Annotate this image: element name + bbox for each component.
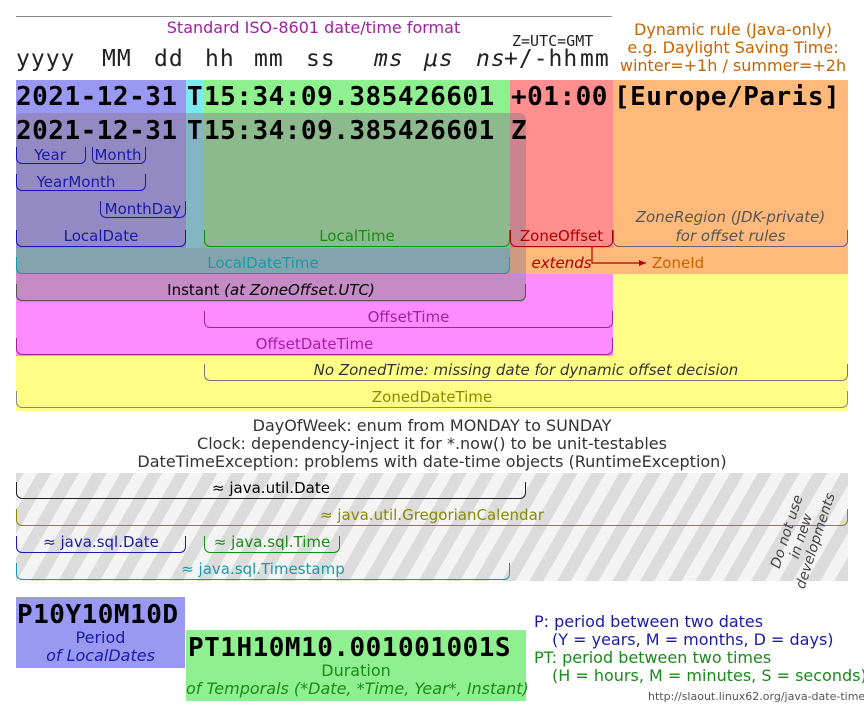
local-date-label: LocalDate [63, 227, 139, 245]
offset-time-label: OffsetTime [367, 308, 450, 326]
duration-sub: of Temporals (*Date, *Time, Year*, Insta… [186, 679, 529, 698]
instant-bg [16, 113, 526, 302]
exception-note: DateTimeException: problems with date-ti… [137, 452, 727, 471]
zone-region-bracket [613, 230, 848, 247]
no-zoned-time-bracket [204, 364, 848, 381]
zone-region-line1: ZoneRegion (JDK-private) [635, 208, 826, 226]
local-date-bg [16, 80, 186, 248]
day-of-week-note: DayOfWeek: enum from MONDAY to SUNDAY [252, 416, 612, 435]
fmt-dd: dd [154, 46, 184, 72]
local-date-time-bracket [16, 257, 510, 274]
fmt-off-mm: mm [580, 46, 610, 72]
util-date-label: ≈ java.util.Date [212, 479, 330, 497]
zoned-date-time-label: ZonedDateTime [371, 388, 493, 406]
row1-zone: [Europe/Paris] [614, 82, 841, 112]
zone-note: Z=UTC=GMT [512, 32, 594, 50]
sql-date-bracket [16, 536, 186, 553]
local-time-bracket [204, 230, 510, 247]
year-month-label: YearMonth [36, 173, 116, 191]
period-desc2: (Y = years, M = months, D = days) [552, 630, 834, 649]
fmt-ns: ns [476, 46, 506, 72]
zone-region-line2: for offset rules [675, 227, 786, 245]
iso-title: Standard ISO-8601 date/time format [166, 18, 461, 37]
zone-id-label: ZoneId [652, 254, 705, 272]
row2-t: T [187, 116, 204, 146]
offset-date-time-bracket [16, 338, 613, 355]
year-label: Year [34, 146, 66, 164]
row2-z: Z [511, 116, 528, 146]
duration-desc2: (H = hours, M = minutes, S = seconds) [552, 666, 864, 685]
instant-label: Instant (at ZoneOffset.UTC) [16, 281, 526, 299]
local-date-time-bg [16, 248, 510, 274]
offset-date-time-label: OffsetDateTime [255, 335, 374, 353]
duration-box [186, 630, 526, 701]
period-sub: of LocalDates [46, 646, 155, 665]
sql-date-label: ≈ java.sql.Date [43, 533, 159, 551]
offset-time-bracket [204, 311, 613, 328]
zoned-date-time-bracket [16, 391, 848, 408]
legacy-warning: Do not use in new developments [752, 480, 848, 591]
local-date-bracket [16, 230, 186, 247]
month-bracket [92, 147, 146, 164]
zoned-right-bg [613, 274, 848, 356]
sql-time-label: ≈ java.sql.Time [213, 533, 331, 551]
no-zoned-time-label: No ZonedTime: missing date for dynamic o… [313, 361, 739, 379]
instant-main: Instant [167, 281, 225, 299]
zone-offset-label: ZoneOffset [519, 227, 604, 245]
dynamic-rule-line2: e.g. Daylight Saving Time: [627, 38, 839, 57]
duration-name: Duration [321, 661, 391, 680]
fmt-yyyy: yyyy [16, 46, 76, 72]
row1-date: 2021-12-31 [16, 82, 178, 112]
period-example: P10Y10M10D [17, 600, 179, 630]
instant-bar-bg [16, 274, 526, 302]
year-month-bracket [16, 174, 146, 191]
t-column-bg [186, 80, 204, 248]
clock-note: Clock: dependency-inject it for *.now() … [197, 434, 667, 453]
local-time-label: LocalTime [319, 227, 395, 245]
row2-time: 15:34:09.385426601 [204, 116, 495, 146]
instant-note: (at ZoneOffset.UTC) [224, 281, 375, 299]
fmt-ss: ss [306, 46, 336, 72]
zoneid-bg [510, 248, 613, 274]
month-label: Month [94, 146, 142, 164]
dynamic-rule-line1: Dynamic rule (Java-only) [634, 20, 832, 39]
fmt-hh: hh [205, 46, 235, 72]
local-date-time-label: LocalDateTime [207, 254, 319, 272]
period-box [16, 597, 185, 668]
gregorian-label: ≈ java.util.GregorianCalendar [320, 506, 544, 524]
row1-time: 15:34:09.385426601 [204, 82, 495, 112]
month-day-label: MonthDay [104, 200, 182, 218]
sql-timestamp-bracket [16, 563, 510, 580]
dynamic-rule-line3: winter=+1h / summer=+2h [619, 56, 847, 75]
extends-label: extends [531, 254, 592, 272]
iso-bracket [16, 16, 612, 17]
sql-time-bracket [204, 536, 340, 553]
fmt-mm: mm [254, 46, 284, 72]
period-name: Period [75, 628, 126, 647]
zone-offset-bg [510, 80, 613, 248]
footer-url[interactable]: http://slaout.linux62.org/java-date-time [648, 690, 864, 703]
zoned-region-bg [16, 356, 848, 411]
gregorian-bracket [16, 509, 848, 526]
sql-timestamp-label: ≈ java.sql.Timestamp [181, 560, 345, 578]
duration-desc1: PT: period between two times [534, 648, 772, 667]
month-day-bracket [100, 201, 186, 218]
fmt-ms: ms [374, 46, 404, 72]
row1-offset: +01:00 [511, 82, 608, 112]
year-bracket [16, 147, 86, 164]
duration-example: PT1H10M10.001001001S [188, 633, 512, 663]
local-time-bg [204, 80, 510, 248]
fmt-sign-hh: +/-hh [504, 46, 579, 72]
legacy-striped-bg [16, 473, 848, 581]
instant-bracket [16, 284, 526, 301]
fmt-us: μs [424, 46, 454, 72]
row2-date: 2021-12-31 [16, 116, 178, 146]
period-desc1: P: period between two dates [534, 612, 764, 631]
zone-region-bg [613, 80, 848, 274]
util-date-bracket [16, 482, 526, 499]
extends-arrow [591, 246, 646, 266]
row1-t: T [187, 82, 204, 112]
fmt-MM: MM [102, 46, 132, 72]
zone-offset-bracket [510, 230, 613, 247]
